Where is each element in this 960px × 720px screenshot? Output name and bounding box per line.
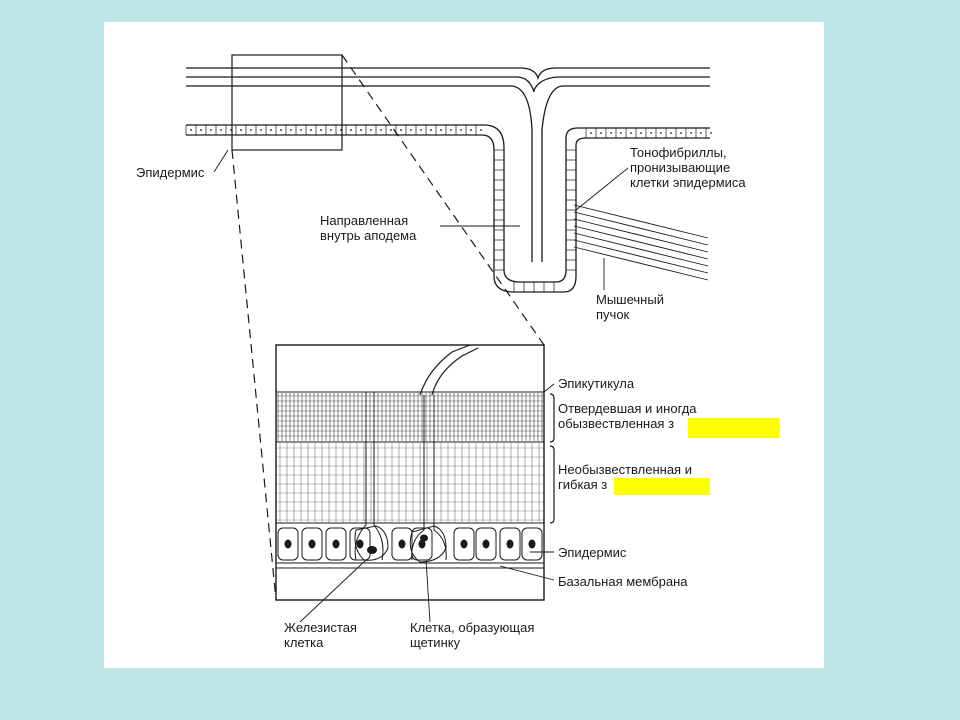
cell-nucleus xyxy=(660,132,662,134)
cell-nucleus xyxy=(210,129,212,131)
gland-cell-duct xyxy=(354,392,384,561)
cell-nucleus xyxy=(260,129,262,131)
cell-nucleus xyxy=(640,132,642,134)
cell-nucleus xyxy=(390,129,392,131)
cell-nucleus xyxy=(360,129,362,131)
gland-cell-body xyxy=(354,525,389,561)
cell-nucleus xyxy=(330,129,332,131)
highlight-endocuticle xyxy=(614,478,710,495)
epidermis-cell xyxy=(277,527,299,561)
epidermis-cell xyxy=(453,527,475,561)
projection-lines xyxy=(231,54,545,601)
cell-nucleus xyxy=(284,539,292,549)
cuticle-lines-top xyxy=(186,67,710,262)
cell-nucleus xyxy=(290,129,292,131)
cell-nucleus xyxy=(400,129,402,131)
epidermis-cell xyxy=(499,527,521,561)
cell-nucleus xyxy=(450,129,452,131)
cell-nucleus xyxy=(610,132,612,134)
cell-nucleus xyxy=(340,129,342,131)
cell-nucleus xyxy=(700,132,702,134)
epidermis-cell xyxy=(411,527,433,561)
label-bristle-cell: Клетка, образующая щетинку xyxy=(410,620,535,650)
cell-nucleus xyxy=(380,129,382,131)
cell-nucleus xyxy=(320,129,322,131)
cell-nucleus xyxy=(650,132,652,134)
cell-nucleus xyxy=(420,129,422,131)
label-tonofibrils: Тонофибриллы, пронизывающие клетки эпиде… xyxy=(630,145,746,190)
bristle xyxy=(419,344,479,396)
cell-nucleus xyxy=(680,132,682,134)
cell-nucleus xyxy=(280,129,282,131)
cell-nucleus xyxy=(220,129,222,131)
cell-nucleus xyxy=(410,129,412,131)
cell-nucleus xyxy=(398,539,406,549)
cell-nucleus xyxy=(190,129,192,131)
layer-hatching xyxy=(276,393,544,522)
label-epidermis-bottom: Эпидермис xyxy=(558,545,627,560)
bracket-exocuticle xyxy=(549,393,555,443)
cell-nucleus xyxy=(690,132,692,134)
cell-nucleus xyxy=(480,129,482,131)
epidermis-cells-bottom xyxy=(277,525,543,563)
bristle-cell-body xyxy=(409,525,447,563)
label-gland-cell: Железистая клетка xyxy=(284,620,357,650)
cell-nucleus xyxy=(600,132,602,134)
section-layers xyxy=(276,391,544,569)
cell-nucleus xyxy=(470,129,472,131)
cell-nucleus xyxy=(590,132,592,134)
cell-nucleus xyxy=(356,539,364,549)
cell-nucleus xyxy=(630,132,632,134)
cell-nucleus xyxy=(240,129,242,131)
cell-nucleus xyxy=(308,539,316,549)
zoom-box xyxy=(231,54,343,151)
cell-nucleus xyxy=(460,129,462,131)
gland-cell-nucleus xyxy=(367,546,377,554)
epidermis-cell xyxy=(325,527,347,561)
leader-lines-top xyxy=(213,149,629,290)
muscle-bundle xyxy=(573,204,709,281)
section-block xyxy=(275,344,545,601)
cell-nucleus xyxy=(418,539,426,549)
epidermis-cell xyxy=(521,527,543,561)
cell-nucleus xyxy=(440,129,442,131)
cell-nucleus xyxy=(250,129,252,131)
label-endocuticle: Необызвествленная и гибкая з xyxy=(558,462,692,492)
cell-nucleus xyxy=(200,129,202,131)
cell-nucleus xyxy=(332,539,340,549)
bristle-cell-nucleus xyxy=(420,534,428,542)
cell-nucleus xyxy=(300,129,302,131)
epidermis-strip xyxy=(186,124,710,293)
label-exocuticle: Отвердевшая и иногда обызвествленная з xyxy=(558,401,697,431)
cell-nucleus xyxy=(430,129,432,131)
label-basal-membrane: Базальная мембрана xyxy=(558,574,688,589)
epidermis-cells-top xyxy=(185,125,712,292)
cell-nucleus xyxy=(528,539,536,549)
label-epicuticle: Эпикутикула xyxy=(558,376,635,391)
cell-nucleus xyxy=(460,539,468,549)
cell-nucleus xyxy=(270,129,272,131)
bracket-endocuticle xyxy=(549,445,555,524)
label-apodeme: Направленная внутрь аподема xyxy=(320,213,417,243)
cell-nucleus xyxy=(370,129,372,131)
cell-nucleus xyxy=(620,132,622,134)
cell-nucleus xyxy=(482,539,490,549)
cell-nucleus xyxy=(506,539,514,549)
highlight-exocuticle xyxy=(688,418,780,438)
cell-nucleus xyxy=(670,132,672,134)
epidermis-cell xyxy=(349,527,371,561)
label-epidermis-top: Эпидермис xyxy=(136,165,205,180)
label-muscle: Мышечный пучок xyxy=(596,292,664,322)
cell-nucleus xyxy=(230,129,232,131)
epidermis-cell xyxy=(301,527,323,561)
epidermis-cell xyxy=(475,527,497,561)
cell-nucleus xyxy=(310,129,312,131)
cell-nucleus xyxy=(350,129,352,131)
cell-nucleus xyxy=(710,132,712,134)
